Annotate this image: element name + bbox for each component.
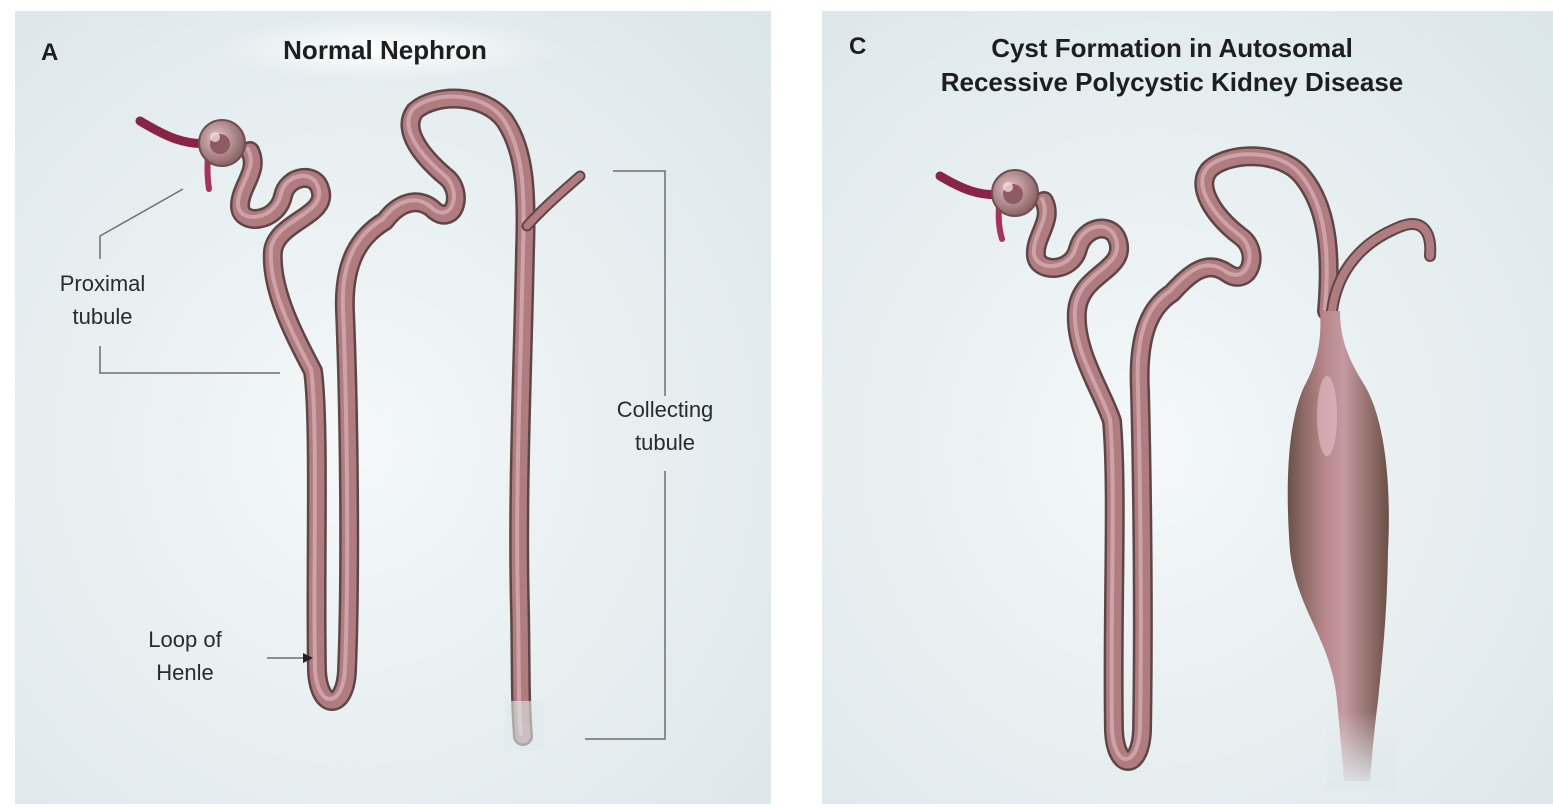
afferent-vessel: [140, 121, 211, 189]
collecting-bracket-bottom: [585, 471, 665, 739]
title-line-1: Cyst Formation in Autosomal: [882, 31, 1462, 65]
glomerulus-bulb: [992, 170, 1038, 216]
label-collecting-line-2: tubule: [595, 426, 735, 459]
label-collecting-tubule: Collecting tubule: [595, 393, 735, 459]
label-henle-line-2: Henle: [120, 656, 250, 689]
label-proximal-tubule: Proximal tubule: [35, 267, 170, 333]
panel-arpkd-cyst: C Cyst Formation in Autosomal Recessive …: [822, 11, 1553, 804]
label-loop-of-henle: Loop of Henle: [120, 623, 250, 689]
label-proximal-line-2: tubule: [35, 300, 170, 333]
proximal-leader-bottom: [100, 346, 280, 373]
title-line-2: Recessive Polycystic Kidney Disease: [882, 65, 1462, 99]
label-henle-line-1: Loop of: [120, 623, 250, 656]
collecting-bracket-top: [613, 171, 665, 396]
label-collecting-line-1: Collecting: [595, 393, 735, 426]
proximal-leader-top: [100, 189, 183, 259]
label-proximal-line-1: Proximal: [35, 267, 170, 300]
arpkd-nephron-illustration: [822, 11, 1553, 804]
glomerulus-bulb: [199, 120, 245, 166]
panel-letter-c: C: [849, 33, 866, 61]
panel-letter-a: A: [41, 39, 58, 67]
cyst-dilation: [1288, 311, 1397, 791]
panel-title-a: Normal Nephron: [200, 33, 570, 67]
panel-title-c: Cyst Formation in Autosomal Recessive Po…: [882, 31, 1462, 99]
nephron-tubule: [238, 97, 580, 751]
panel-normal-nephron: A Normal Nephron Proximal tubule Collect…: [15, 11, 771, 804]
